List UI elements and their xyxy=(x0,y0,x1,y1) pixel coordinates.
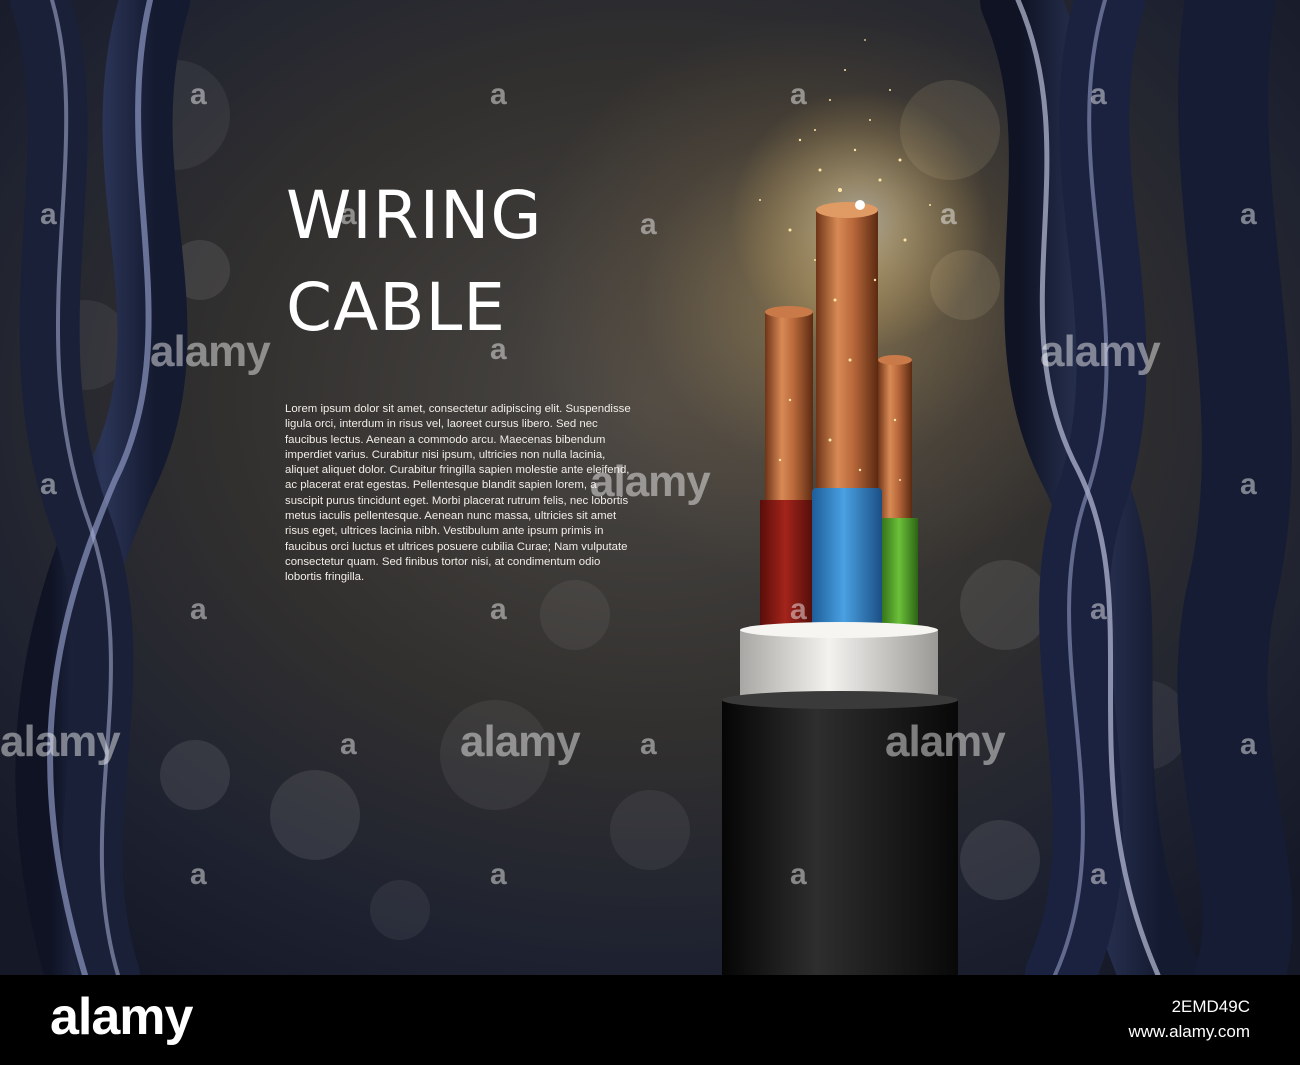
watermark-letter: a xyxy=(790,593,807,626)
watermark-letter: a xyxy=(1240,468,1257,501)
watermark: alamy xyxy=(460,717,581,766)
watermark-letter: a xyxy=(1090,593,1107,626)
bokeh-light xyxy=(160,740,230,810)
sparkles xyxy=(759,39,931,481)
bokeh-light xyxy=(960,560,1050,650)
black-jacket xyxy=(722,700,958,975)
watermark-letter: a xyxy=(790,858,807,891)
white-insulation xyxy=(740,630,938,700)
watermark-letter: a xyxy=(40,198,57,231)
red-wire xyxy=(760,500,816,635)
watermark: alamy xyxy=(1040,327,1161,376)
poster-title: WIRING CABLE xyxy=(286,170,686,354)
bokeh-light xyxy=(270,770,360,860)
bokeh-light xyxy=(610,790,690,870)
watermark-letter: a xyxy=(190,78,207,111)
watermark-letter: a xyxy=(1090,78,1107,111)
body-text: Lorem ipsum dolor sit amet, consectetur … xyxy=(285,403,631,584)
watermark-letter: a xyxy=(640,208,657,241)
curtain-cable-left xyxy=(10,0,190,975)
bokeh-light xyxy=(540,580,610,650)
copper-core-right xyxy=(878,360,912,525)
watermark-letter: a xyxy=(340,198,357,231)
green-wire xyxy=(880,518,918,635)
poster: WIRING CABLE Lorem ipsum dolor sit amet,… xyxy=(0,0,1300,975)
site-link[interactable]: www.alamy.com xyxy=(1128,1022,1250,1041)
cable-illustration xyxy=(10,0,1293,975)
bokeh-light xyxy=(960,820,1040,900)
watermark-letter: a xyxy=(490,858,507,891)
watermark: alamy xyxy=(885,717,1006,766)
watermark: alamy xyxy=(150,327,271,376)
title-line-2: CABLE xyxy=(286,269,506,346)
watermark-letter: a xyxy=(490,78,507,111)
watermark-letter: a xyxy=(940,198,957,231)
watermark: alamy xyxy=(590,457,711,506)
bokeh-light xyxy=(370,880,430,940)
watermark-letter: a xyxy=(190,858,207,891)
footer-logo[interactable]: alamy xyxy=(50,988,193,1046)
image-id: 2EMD49C xyxy=(1171,997,1250,1016)
watermark-letter: a xyxy=(1240,198,1257,231)
footer-bar: alamy 2EMD49C www.alamy.com xyxy=(0,975,1300,1065)
copper-core-left xyxy=(765,312,813,512)
title-line-1: WIRING xyxy=(286,177,543,254)
blue-wire xyxy=(812,488,882,635)
watermark-letter: a xyxy=(490,333,507,366)
curtain-cable-right xyxy=(980,0,1293,975)
copper-core-center xyxy=(816,210,878,495)
watermark-letter: a xyxy=(640,728,657,761)
watermark-letter: a xyxy=(1240,728,1257,761)
watermark: alamy xyxy=(0,717,121,766)
watermark-letter: a xyxy=(790,78,807,111)
watermark-letter: a xyxy=(490,593,507,626)
watermark-letter: a xyxy=(340,728,357,761)
watermark-letter: a xyxy=(190,593,207,626)
watermark-letter: a xyxy=(1090,858,1107,891)
bokeh-light xyxy=(440,700,550,810)
watermark-letter: a xyxy=(40,468,57,501)
